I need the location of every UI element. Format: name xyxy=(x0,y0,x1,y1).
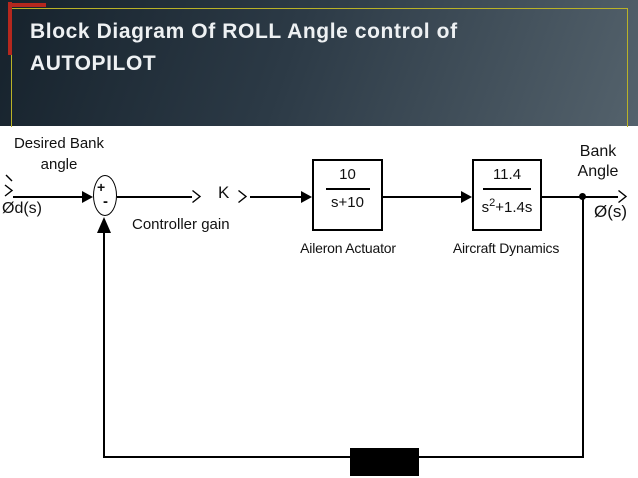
open-arrow-icon xyxy=(618,189,628,204)
aileron-actuator-caption: Aileron Actuator xyxy=(300,240,396,256)
input-signal-line xyxy=(13,196,82,198)
gain-to-actuator-line xyxy=(250,196,301,198)
feedback-line-bottom xyxy=(103,456,584,458)
aileron-actuator-block: 10 s+10 xyxy=(312,159,383,231)
fraction-bar xyxy=(483,188,531,190)
dynamics-denominator: s2+1.4s xyxy=(474,194,540,217)
den-exponent: 2 xyxy=(489,197,496,209)
red-accent-bar-vertical xyxy=(8,2,12,55)
arrowhead-icon xyxy=(461,191,472,203)
sum-plus-sign: + xyxy=(97,179,106,195)
feedback-line-right xyxy=(582,198,584,458)
den-base: s xyxy=(481,199,490,216)
fraction-bar xyxy=(325,188,370,190)
aircraft-dynamics-block: 11.4 s2+1.4s xyxy=(472,159,542,231)
output-signal-symbol: Ø(s) xyxy=(594,202,628,221)
den-rest: +1.4s xyxy=(495,199,533,216)
error-signal-line xyxy=(117,196,192,198)
input-signal-symbol: Ød(s) xyxy=(2,200,42,217)
open-arrow-icon xyxy=(238,189,248,204)
actuator-denominator: s+10 xyxy=(331,194,364,211)
controller-gain-caption: Controller gain xyxy=(132,216,230,233)
desired-bank-angle-label: Desired Bank angle xyxy=(13,135,105,173)
arrowhead-up-icon xyxy=(97,217,111,233)
black-cover-box xyxy=(350,448,419,476)
arrowhead-icon xyxy=(82,191,93,203)
title-frame-border xyxy=(11,8,628,127)
bank-angle-label: Bank Angle xyxy=(577,143,619,180)
slide-title-line2: AUTOPILOT xyxy=(30,52,157,75)
controller-gain-symbol: K xyxy=(218,183,230,202)
slide-title: Block Diagram Of ROLL Angle control of A… xyxy=(30,16,615,80)
title-banner: Block Diagram Of ROLL Angle control of A… xyxy=(0,0,638,127)
sum-minus-sign: - xyxy=(103,193,108,210)
input-port-icon xyxy=(4,174,14,197)
slide-title-line1: Block Diagram Of ROLL Angle control of xyxy=(30,20,458,43)
aircraft-dynamics-caption: Aircraft Dynamics xyxy=(452,240,560,256)
branch-point-dot xyxy=(579,193,586,200)
dynamics-numerator: 11.4 xyxy=(492,166,522,183)
red-accent-bar-horizontal xyxy=(8,3,46,7)
summing-junction: + - xyxy=(93,175,117,216)
actuator-to-dynamics-line xyxy=(383,196,461,198)
actuator-numerator: 10 xyxy=(339,166,356,183)
arrowhead-icon xyxy=(301,191,312,203)
feedback-line-left xyxy=(103,233,105,456)
open-arrow-icon xyxy=(192,189,202,204)
